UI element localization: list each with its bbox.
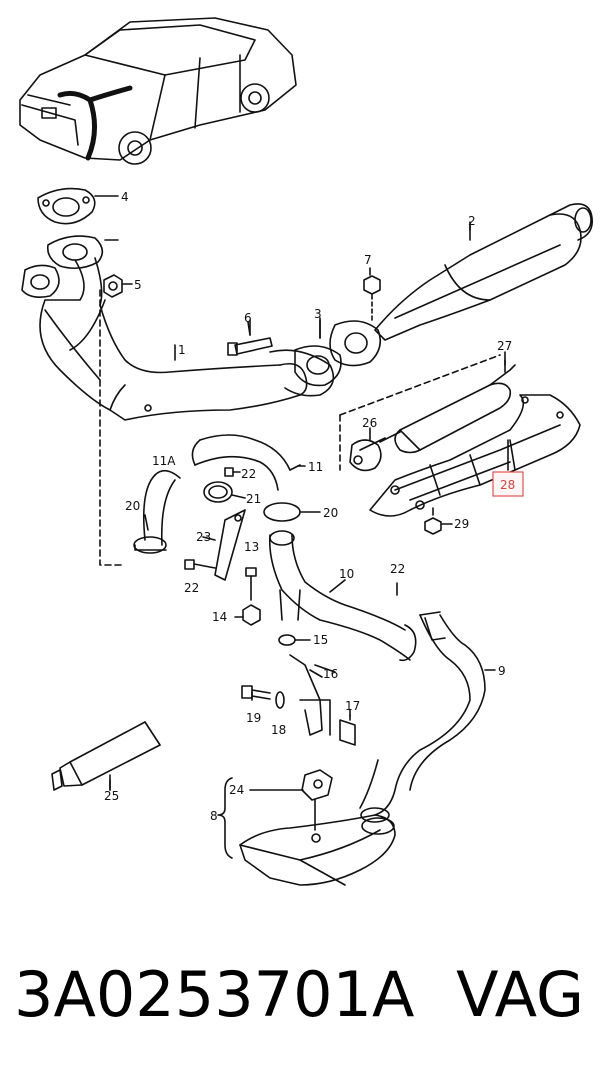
bolt-22-upper <box>224 467 241 477</box>
callout-4: 4 <box>121 190 129 204</box>
callout-6: 6 <box>244 311 252 325</box>
tail-pipe-8 <box>239 814 396 886</box>
callout-11A: 11A <box>152 454 176 468</box>
clamp-20-left <box>133 536 167 554</box>
callout-23: 23 <box>196 530 211 544</box>
callout-25: 25 <box>104 789 119 803</box>
nut-14 <box>242 604 261 626</box>
callout-29: 29 <box>454 517 469 531</box>
clamp-24 <box>301 769 333 831</box>
nut-7 <box>363 267 381 321</box>
bracket-16 <box>289 654 336 736</box>
nut-5 <box>103 274 133 298</box>
clip-17 <box>339 714 356 746</box>
callout-17: 17 <box>345 699 360 713</box>
callout-21: 21 <box>246 492 261 506</box>
callout-16: 16 <box>323 667 338 681</box>
bolt-13 <box>245 567 257 601</box>
car-illustration <box>19 17 297 165</box>
clamp-20-right <box>263 502 321 522</box>
callout-22-upper: 22 <box>241 467 256 481</box>
middle-pipe-27 <box>379 359 516 454</box>
rear-muffler-2 <box>374 203 594 341</box>
bolt-19 <box>241 685 271 700</box>
highlight-box-28 <box>492 471 524 497</box>
front-exhaust-pipe-1 <box>21 235 335 566</box>
clamp-26 <box>349 437 386 472</box>
callout-10: 10 <box>339 567 354 581</box>
callout-14: 14 <box>212 610 227 624</box>
callout-22-lower: 22 <box>184 581 199 595</box>
callout-9: 9 <box>498 664 506 678</box>
callout-13: 13 <box>244 540 259 554</box>
exhaust-system-diagram: 4 5 1 2 7 3 6 27 26 28 29 11A 22 11 21 2… <box>19 17 594 886</box>
callout-11: 11 <box>308 460 323 474</box>
callout-3: 3 <box>314 307 322 321</box>
pipe-11 <box>191 434 301 491</box>
callout-20-right: 20 <box>323 506 338 520</box>
callout-7: 7 <box>364 253 372 267</box>
pipe-10 <box>268 530 417 662</box>
footer: 3A0253701A VAG <box>0 945 600 1055</box>
callout-28: 28 <box>500 478 515 492</box>
bolt-22-lower-left <box>184 559 216 570</box>
gasket-3 <box>294 319 381 387</box>
callout-20-left: 20 <box>125 499 140 513</box>
callout-22-right: 22 <box>390 562 405 576</box>
callout-1: 1 <box>178 343 186 357</box>
gasket-4 <box>37 187 119 225</box>
callout-5: 5 <box>134 278 142 292</box>
bracket-23 <box>214 509 246 581</box>
callout-15: 15 <box>313 633 328 647</box>
nut-29 <box>424 507 453 535</box>
pipe-11A <box>142 469 181 546</box>
callout-26: 26 <box>362 416 377 430</box>
clamp-21 <box>203 481 246 503</box>
part-number: 3A0253701A <box>14 958 415 1031</box>
callout-24: 24 <box>229 783 244 797</box>
callout-18: 18 <box>271 723 286 737</box>
callout-2: 2 <box>468 214 476 228</box>
washer-18 <box>275 691 285 709</box>
brand-name: VAG <box>456 958 584 1031</box>
callout-8: 8 <box>210 809 218 823</box>
pipe-9 <box>359 611 496 823</box>
paste-tube-25 <box>51 721 161 791</box>
heat-shield-28 <box>369 394 581 517</box>
washer-15 <box>278 634 311 646</box>
callout-27: 27 <box>497 339 512 353</box>
callout-19: 19 <box>246 711 261 725</box>
